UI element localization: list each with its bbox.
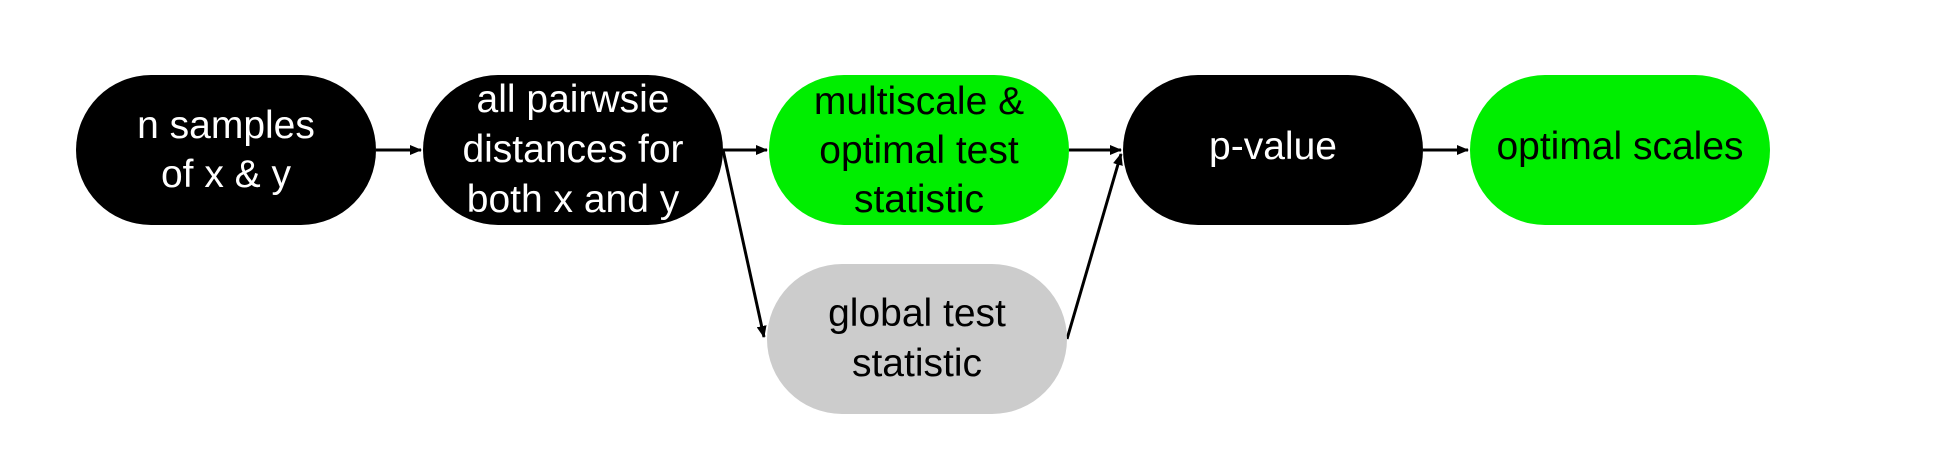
node-pairwise-distances-label: all pairwsie distances for both x and y bbox=[462, 78, 684, 221]
node-pairwise-distances: all pairwsie distances for both x and y bbox=[423, 75, 723, 225]
node-samples: n samples of x & y bbox=[76, 75, 376, 225]
node-global-statistic-label: global test statistic bbox=[828, 292, 1006, 385]
node-optimal-scales: optimal scales bbox=[1470, 75, 1770, 225]
node-samples-label: n samples of x & y bbox=[137, 104, 315, 196]
node-global-statistic: global test statistic bbox=[767, 264, 1067, 414]
node-multiscale-statistic: multiscale & optimal test statistic bbox=[769, 75, 1069, 225]
node-p-value: p-value bbox=[1123, 75, 1423, 225]
edge-distances-to-global bbox=[721, 149, 767, 338]
node-optimal-scales-label: optimal scales bbox=[1496, 124, 1744, 168]
edge-global-to-pvalue bbox=[1065, 153, 1123, 340]
node-multiscale-statistic-label: multiscale & optimal test statistic bbox=[813, 79, 1025, 221]
node-p-value-label: p-value bbox=[1209, 124, 1337, 168]
